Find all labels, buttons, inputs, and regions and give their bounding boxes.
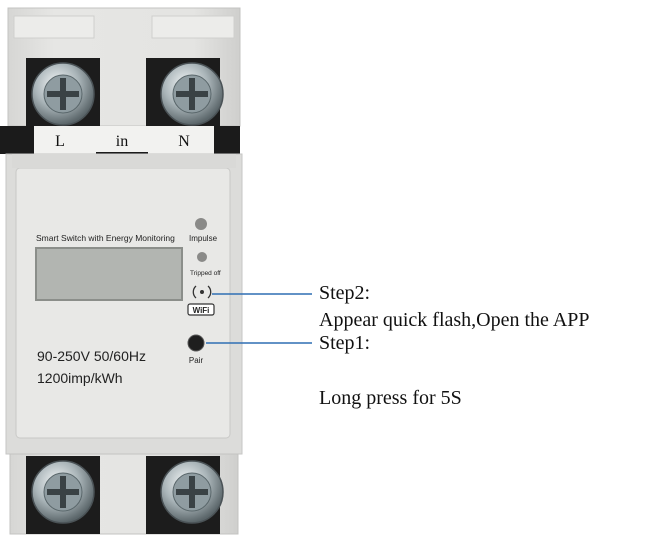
- impulse-label: Impulse: [189, 234, 218, 243]
- screw-icon: [31, 62, 95, 126]
- screw-icon: [160, 62, 224, 126]
- pair-label: Pair: [189, 356, 204, 365]
- step1-text: Long press for 5S: [319, 387, 462, 409]
- screw-icon: [31, 460, 95, 524]
- impulse-led: [195, 218, 207, 230]
- wifi-label: WiFi: [193, 306, 210, 315]
- wifi-icon: [192, 285, 212, 299]
- pair-button[interactable]: [187, 334, 205, 352]
- front-panel: Smart Switch with Energy Monitoring Impu…: [12, 154, 236, 439]
- screw-icon: [160, 460, 224, 524]
- step2-title: Step2:: [319, 282, 371, 304]
- terminal-label-band: L in N: [0, 126, 240, 158]
- rating-impulse: 1200imp/kWh: [37, 370, 123, 386]
- terminal-label-l: L: [55, 133, 65, 150]
- terminal-label-n: N: [178, 133, 190, 150]
- lcd-display: [35, 247, 183, 301]
- step1-title: Step1:: [319, 332, 371, 354]
- tripped-off-label: Tripped off: [190, 270, 221, 277]
- rating-voltage: 90-250V 50/60Hz: [37, 348, 146, 364]
- tripped-led: [197, 252, 207, 262]
- step2-text: Appear quick flash,Open the APP: [319, 309, 590, 331]
- device-title: Smart Switch with Energy Monitoring: [36, 233, 175, 243]
- terminal-label-in: in: [116, 133, 128, 150]
